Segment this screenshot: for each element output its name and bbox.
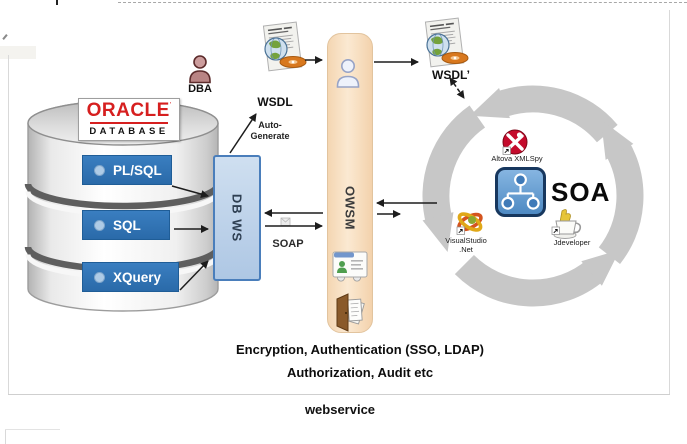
next-frame-top-border [5, 429, 60, 430]
frame-right-border [669, 10, 670, 394]
jdeveloper-icon [551, 209, 582, 239]
top-tick-mark [56, 0, 58, 5]
oracle-database-label: ORACLE’ DATABASE [78, 98, 180, 141]
soa-label: SOA [551, 177, 611, 207]
bullet-icon [94, 219, 105, 231]
wsdl-document-icon [262, 21, 307, 72]
cycle-arrow-bottom [454, 249, 620, 307]
soa-box [495, 167, 546, 217]
row-plsql: PL/SQL [82, 155, 172, 185]
shortcut-arrow-icon [551, 226, 560, 235]
webservice-caption: webservice [304, 402, 376, 417]
security-note-line1: Encryption, Authentication (SSO, LDAP) [236, 342, 484, 357]
row-sql-label: SQL [113, 217, 141, 233]
security-note: Encryption, Authentication (SSO, LDAP) A… [180, 338, 540, 384]
owsm-bar: OWSM [327, 33, 373, 333]
arrow-xquery-to-dbws [179, 260, 209, 291]
row-xquery-label: XQuery [113, 269, 162, 285]
cycle-arrows [422, 85, 644, 307]
row-plsql-label: PL/SQL [113, 162, 162, 178]
bullet-icon [94, 271, 105, 283]
oracle-logo-rule [90, 122, 168, 124]
security-note-line2: Authorization, Audit etc [286, 365, 434, 380]
auto-generate-label: Auto- Generate [250, 120, 290, 141]
database-subtitle: DATABASE [89, 126, 169, 137]
altova-xmlspy-icon [502, 129, 528, 155]
visualstudio-icon [456, 212, 483, 235]
frame-bottom-border [8, 394, 670, 395]
dbws-box: DB WS [213, 155, 261, 281]
altova-label: Altova XMLSpy [491, 154, 543, 163]
row-xquery: XQuery [82, 262, 179, 292]
arrow-wsdlprime-to-cycle [449, 77, 465, 99]
id-card-icon [332, 251, 368, 282]
arrow-plsql-to-dbws [171, 185, 209, 198]
jdeveloper-label: Jdeveloper [553, 238, 591, 247]
soap-message-icon [280, 217, 291, 226]
cropped-element [0, 46, 36, 59]
wsdl-prime-label: WSDL’ [432, 68, 470, 82]
row-sql: SQL [82, 210, 170, 240]
dba-person-icon [189, 55, 211, 84]
dba-label: DBA [188, 83, 212, 95]
shortcut-arrow-icon [456, 226, 465, 235]
frame-left-border [8, 55, 9, 394]
next-frame-left-border [5, 429, 6, 444]
audit-door-icon [336, 293, 365, 332]
soa-tree-icon [501, 173, 540, 210]
oracle-logo: ORACLE’ [86, 100, 172, 121]
user-icon [336, 58, 360, 88]
wsdl-prime-document-icon [424, 17, 469, 68]
cycle-arrow-top [469, 85, 618, 143]
visualstudio-label: VisualStudio .Net [445, 236, 487, 254]
wsdl-label: WSDL [257, 95, 293, 109]
cycle-arrow-right [598, 119, 644, 265]
soap-label: SOAP [272, 238, 304, 250]
arrow-autogenerate-to-wsdl [229, 113, 257, 154]
cycle-arrow-left [422, 105, 486, 253]
top-border-line [118, 2, 687, 3]
bullet-icon [94, 164, 105, 176]
